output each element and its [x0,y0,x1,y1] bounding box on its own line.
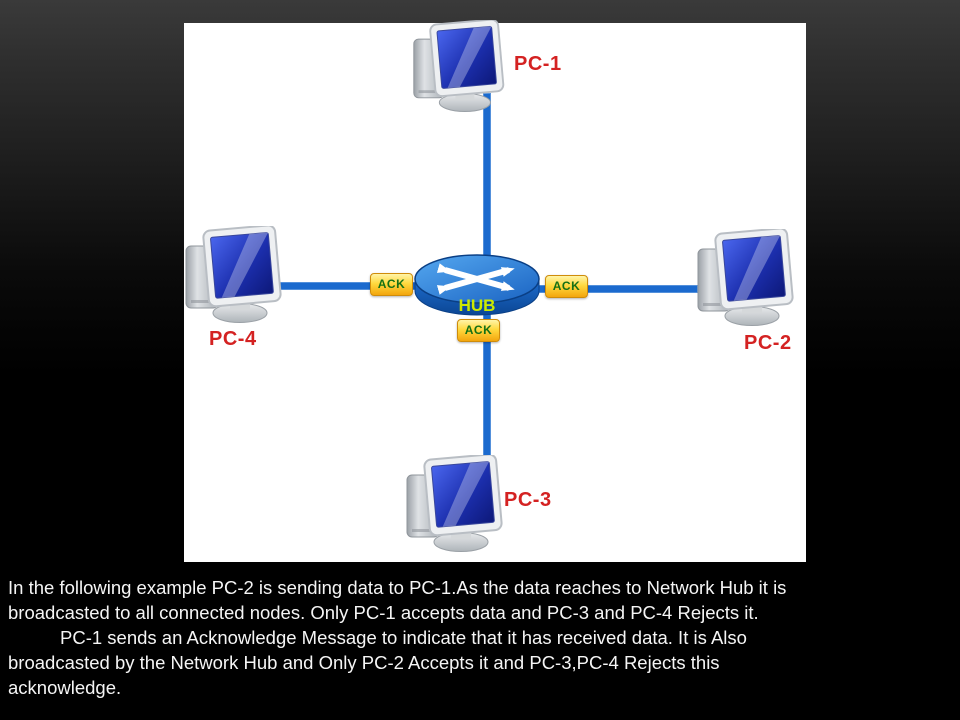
hub-icon: HUB [414,254,540,316]
diagram-panel: HUB ACK ACK ACK PC-1 PC-2 PC-3 PC-4 [184,23,806,562]
link-pc4-hub [254,282,419,290]
ack-badge-left: ACK [370,273,413,296]
link-hub-pc2 [536,285,698,293]
caption-line: broadcasted by the Network Hub and Only … [8,652,720,673]
caption-line: PC-1 sends an Acknowledge Message to ind… [60,627,747,648]
hub-arrows-icon [436,263,515,295]
pc2-icon [694,229,806,329]
link-hub-pc3 [483,311,491,469]
link-pc1-hub [483,93,491,258]
hub-label: HUB [459,296,496,315]
node-label-pc1: PC-1 [514,53,562,75]
slide-caption: In the following example PC-2 is sending… [8,575,956,700]
ack-badge-right: ACK [545,275,588,298]
caption-line: In the following example PC-2 is sending… [8,577,787,598]
ack-badge-bottom: ACK [457,319,500,342]
pc1-icon [410,20,516,115]
pc3-icon [403,455,515,555]
node-label-pc3: PC-3 [504,489,552,511]
pc4-icon [182,226,294,326]
node-label-pc4: PC-4 [209,328,257,350]
caption-line: broadcasted to all connected nodes. Only… [8,602,759,623]
node-label-pc2: PC-2 [744,332,792,354]
caption-line: acknowledge. [8,677,122,698]
